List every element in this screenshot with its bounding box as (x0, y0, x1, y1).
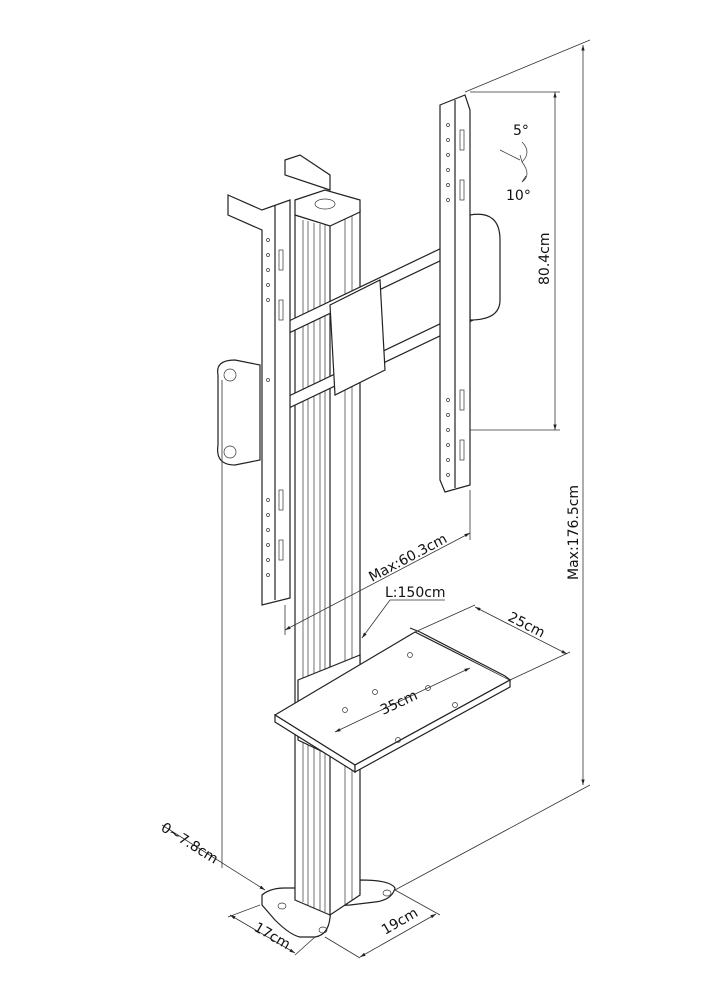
cable-length-label: L:150cm (385, 585, 446, 601)
bracket-width-label: Max:60.3cm (366, 531, 450, 586)
left-bracket-strip (227, 194, 291, 606)
right-bracket-strip (439, 94, 471, 493)
tilt-arrows-icon (499, 141, 528, 183)
base-depth-label: 19cm (379, 905, 421, 938)
wall-distance-label: 0~7.8cm (158, 820, 221, 868)
tilt-up-label: 5° (513, 123, 529, 139)
mount-rails (217, 213, 501, 466)
tilt-down-label: 10° (506, 188, 531, 204)
dimension-lines (161, 39, 591, 959)
total-height-label: Max:176.5cm (566, 485, 582, 580)
column (284, 154, 361, 916)
bracket-height-label: 80.4cm (537, 232, 553, 285)
shelf-depth-label: 25cm (505, 609, 547, 641)
